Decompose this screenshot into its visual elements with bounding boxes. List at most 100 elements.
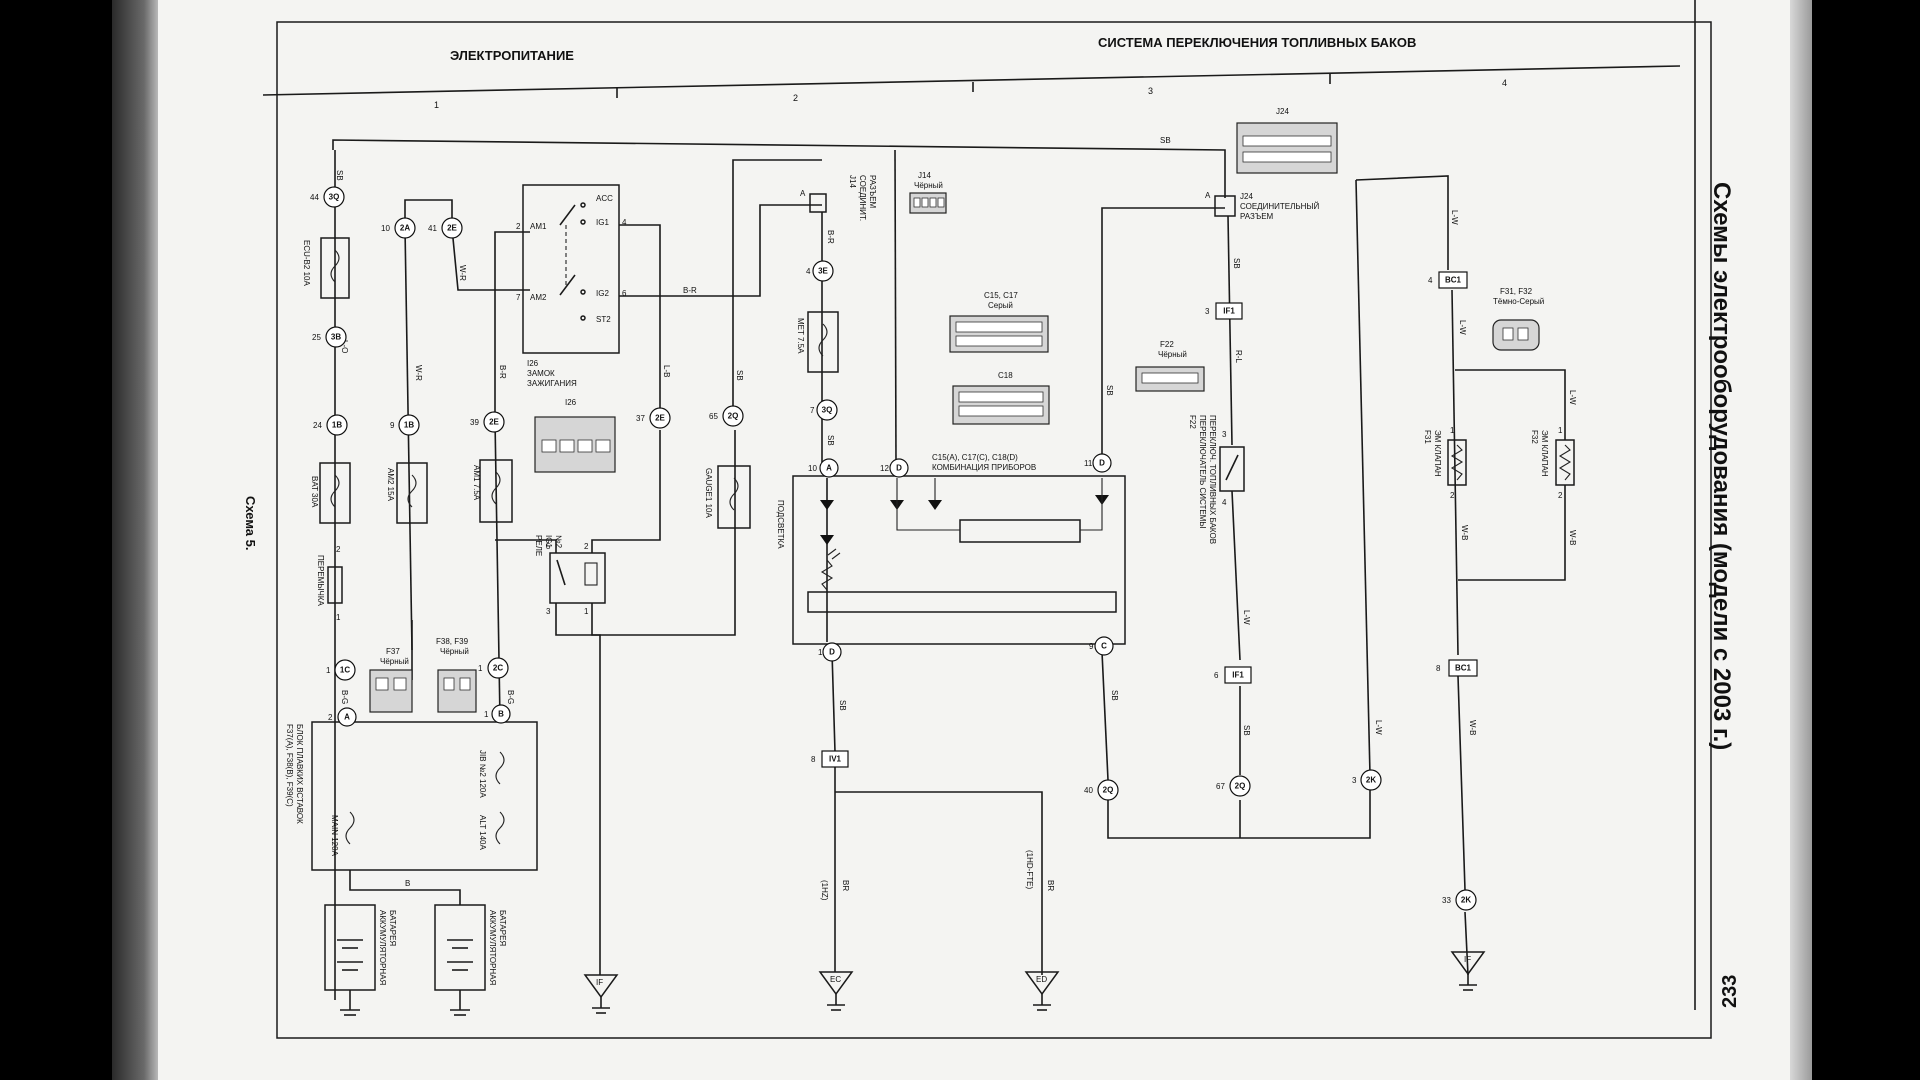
svg-text:W-B: W-B bbox=[1568, 530, 1577, 545]
svg-text:2: 2 bbox=[336, 545, 341, 554]
jumper bbox=[327, 566, 343, 604]
svg-text:8: 8 bbox=[1436, 664, 1441, 673]
header-fuel-switch: СИСТЕМА ПЕРЕКЛЮЧЕНИЯ ТОПЛИВНЫХ БАКОВ bbox=[1098, 35, 1416, 50]
svg-text:1: 1 bbox=[336, 613, 341, 622]
svg-text:2: 2 bbox=[1450, 491, 1455, 500]
svg-text:4: 4 bbox=[806, 267, 811, 276]
page-edge-shadow bbox=[1790, 0, 1812, 1080]
solenoid-f31 bbox=[1447, 439, 1467, 486]
svg-text:AM1: AM1 bbox=[530, 222, 547, 231]
svg-text:F38, F39: F38, F39 bbox=[436, 637, 469, 646]
svg-text:39: 39 bbox=[470, 418, 479, 427]
svg-text:ST2: ST2 bbox=[596, 315, 611, 324]
svg-text:J24: J24 bbox=[1240, 192, 1253, 201]
svg-text:КОМБИНАЦИЯ ПРИБОРОВ: КОМБИНАЦИЯ ПРИБОРОВ bbox=[932, 463, 1036, 472]
diode-1 bbox=[820, 500, 834, 510]
svg-text:A: A bbox=[1205, 191, 1211, 200]
wire-lw-top bbox=[1355, 175, 1449, 270]
svg-text:SB: SB bbox=[735, 370, 744, 381]
svg-text:(1HZ): (1HZ) bbox=[820, 880, 829, 901]
fuse-met bbox=[807, 311, 839, 373]
svg-text:L-B: L-B bbox=[662, 365, 671, 377]
svg-text:IF: IF bbox=[1464, 955, 1471, 964]
svg-text:L-O: L-O bbox=[340, 340, 349, 353]
svg-text:1: 1 bbox=[1450, 426, 1455, 435]
svg-text:1: 1 bbox=[584, 607, 589, 616]
svg-text:Чёрный: Чёрный bbox=[1158, 350, 1187, 359]
ground-if-left: IF bbox=[583, 974, 619, 1014]
svg-text:11: 11 bbox=[1084, 459, 1093, 468]
svg-text:D: D bbox=[896, 464, 902, 473]
svg-text:1: 1 bbox=[478, 664, 483, 673]
svg-text:B-R: B-R bbox=[498, 365, 507, 379]
connector-view-f37: F37 Чёрный bbox=[369, 647, 413, 713]
j14-connector bbox=[809, 193, 827, 213]
svg-text:F32: F32 bbox=[1530, 430, 1539, 444]
svg-text:I26: I26 bbox=[527, 359, 539, 368]
svg-text:№2: №2 bbox=[554, 535, 563, 549]
svg-text:SB: SB bbox=[1232, 258, 1241, 269]
svg-text:ПЕРЕКЛЮЧАТЕЛЬ СИСТЕМЫ: ПЕРЕКЛЮЧАТЕЛЬ СИСТЕМЫ bbox=[1198, 415, 1207, 528]
svg-text:25: 25 bbox=[312, 333, 321, 342]
svg-text:W-B: W-B bbox=[1468, 720, 1477, 735]
column-1: 1 bbox=[434, 100, 439, 110]
svg-text:2: 2 bbox=[328, 713, 333, 722]
svg-text:12: 12 bbox=[880, 464, 889, 473]
svg-text:Чёрный: Чёрный bbox=[440, 647, 469, 656]
svg-text:7: 7 bbox=[516, 293, 521, 302]
fuse-jib bbox=[495, 751, 505, 785]
svg-text:A: A bbox=[344, 713, 350, 722]
svg-text:A: A bbox=[826, 464, 832, 473]
svg-text:F31: F31 bbox=[1423, 430, 1432, 444]
svg-text:I26: I26 bbox=[565, 398, 577, 407]
svg-text:37: 37 bbox=[636, 414, 645, 423]
svg-text:L-W: L-W bbox=[1450, 210, 1459, 225]
column-bar bbox=[262, 65, 1681, 96]
svg-text:BC1: BC1 bbox=[1445, 276, 1462, 285]
svg-text:АККУМУЛЯТОРНАЯ: АККУМУЛЯТОРНАЯ bbox=[488, 910, 497, 986]
svg-text:IG1: IG1 bbox=[596, 218, 609, 227]
svg-text:3B: 3B bbox=[331, 333, 341, 342]
svg-text:4: 4 bbox=[1428, 276, 1433, 285]
connector-view-j14: J14 Чёрный bbox=[909, 171, 947, 214]
wire-am1-feed bbox=[494, 231, 530, 420]
connector-view-f31-f32: F31, F32 Тёмно-Серый bbox=[1492, 287, 1544, 351]
svg-text:EC: EC bbox=[830, 975, 841, 984]
svg-text:1C: 1C bbox=[340, 666, 350, 675]
book-title: Схемы электрооборудования (модели с 2003… bbox=[1708, 182, 1735, 750]
svg-text:F37: F37 bbox=[386, 647, 400, 656]
svg-text:AM2: AM2 bbox=[530, 293, 547, 302]
svg-text:C15, C17: C15, C17 bbox=[984, 291, 1018, 300]
wire-sb-top-bus bbox=[332, 139, 1226, 198]
svg-text:2A: 2A bbox=[400, 224, 410, 233]
svg-text:F37(A), F38(B), F39(C): F37(A), F38(B), F39(C) bbox=[285, 724, 294, 807]
svg-text:44: 44 bbox=[310, 193, 319, 202]
fuse-bat bbox=[319, 462, 351, 524]
svg-text:IG1: IG1 bbox=[544, 535, 553, 548]
svg-text:СОЕДИНИТ.: СОЕДИНИТ. bbox=[858, 175, 867, 221]
svg-text:10: 10 bbox=[381, 224, 390, 233]
svg-text:7: 7 bbox=[810, 406, 815, 415]
svg-text:J14: J14 bbox=[918, 171, 931, 180]
svg-text:BR: BR bbox=[1046, 880, 1055, 891]
svg-text:АККУМУЛЯТОРНАЯ: АККУМУЛЯТОРНАЯ bbox=[378, 910, 387, 986]
svg-text:10: 10 bbox=[808, 464, 817, 473]
wire-am2 bbox=[404, 227, 413, 651]
fuse-block bbox=[311, 721, 538, 871]
svg-text:4: 4 bbox=[622, 218, 627, 227]
svg-text:ПЕРЕКЛЮЧ. ТОПЛИВНЫХ БАКОВ: ПЕРЕКЛЮЧ. ТОПЛИВНЫХ БАКОВ bbox=[1208, 415, 1217, 544]
page-number: 233 bbox=[1719, 975, 1741, 1008]
svg-text:IF: IF bbox=[596, 978, 603, 987]
header-power: ЭЛЕКТРОПИТАНИЕ bbox=[450, 48, 574, 63]
svg-text:SB: SB bbox=[826, 435, 835, 446]
svg-text:ЭМ КЛАПАН: ЭМ КЛАПАН bbox=[1540, 430, 1549, 477]
svg-text:J24: J24 bbox=[1276, 107, 1289, 116]
svg-text:ECU-B2 10A: ECU-B2 10A bbox=[302, 240, 311, 286]
svg-text:SB: SB bbox=[1242, 725, 1251, 736]
svg-text:SB: SB bbox=[335, 170, 344, 181]
svg-text:ЗАЖИГАНИЯ: ЗАЖИГАНИЯ bbox=[527, 379, 577, 388]
svg-text:24: 24 bbox=[313, 421, 322, 430]
svg-text:ЭМ КЛАПАН: ЭМ КЛАПАН bbox=[1433, 430, 1442, 477]
connector-view-c15-c17: C15, C17 Серый bbox=[949, 291, 1049, 353]
svg-text:2: 2 bbox=[516, 222, 521, 231]
